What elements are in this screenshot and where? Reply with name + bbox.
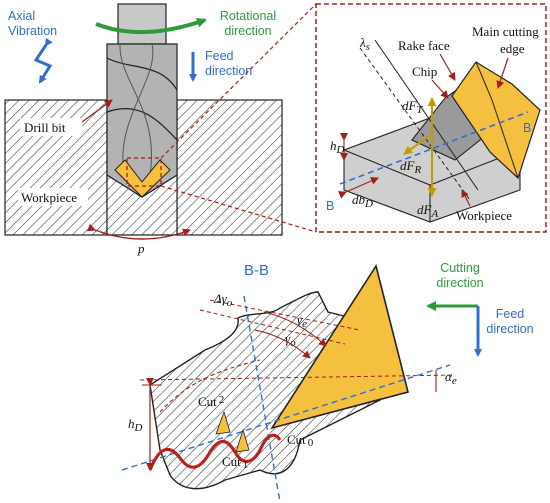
workpiece-right-block	[176, 99, 283, 236]
force-dFR-arrow	[403, 133, 433, 155]
axial-vibration-label-1: Axial	[8, 9, 35, 23]
feed-direction-label-2: direction	[205, 64, 252, 78]
axial-vibration-label-2: Vibration	[8, 24, 57, 38]
drill-bit-label: Drill bit	[24, 120, 66, 135]
cut1-marker	[235, 428, 250, 453]
section-line-bb	[339, 111, 529, 185]
feed-direction-label-1: Feed	[205, 49, 234, 63]
b-label-right: B	[523, 121, 531, 135]
section-bb-view: B-B Cutting direction Feed direction hD …	[121, 261, 534, 503]
detail-box-small	[126, 157, 162, 187]
cut2-marker	[215, 410, 231, 435]
lambda-s-label: λs	[359, 35, 370, 53]
cutting-direction-label-2: direction	[436, 276, 483, 290]
drilling-overview: Rotational direction Axial Vibration Fee…	[4, 3, 317, 256]
main-cutting-edge-label-1: Main cutting	[472, 24, 539, 39]
rotational-direction-label-2: direction	[224, 24, 271, 38]
dbD-label: dbD	[352, 192, 373, 210]
detail-view: λs B B Rake face Main cutting edge Chip …	[315, 3, 547, 233]
dFT-label: dFT	[402, 98, 423, 116]
hD-small-label: hD	[330, 138, 345, 156]
b-label-left: B	[326, 199, 334, 213]
section-blue-dashed-line	[243, 295, 281, 503]
gamma-e-label: γe	[297, 312, 307, 330]
workpiece-label-left: Workpiece	[21, 190, 77, 205]
dFR-label: dFR	[400, 158, 421, 176]
vibration-zigzag-icon	[33, 37, 53, 84]
feed-direction-2-label-2: direction	[486, 322, 533, 336]
rake-face-label: Rake face	[398, 38, 450, 53]
chip-label: Chip	[412, 64, 437, 79]
pitch-arc	[87, 223, 191, 240]
feed-direction-2-label-1: Feed	[496, 307, 525, 321]
section-insert	[270, 264, 409, 430]
drill-bit-pointer	[81, 99, 113, 123]
cutting-direction-label-1: Cutting	[440, 261, 480, 275]
workpiece-label-right: Workpiece	[456, 208, 512, 223]
section-bb-title: B-B	[244, 262, 269, 279]
gamma-o-label: γo	[285, 331, 296, 349]
p-label: p	[137, 241, 145, 256]
vibration-wave	[148, 433, 282, 471]
dFA-label: dFA	[417, 202, 438, 220]
section-blue-horizontal-line	[121, 364, 451, 471]
rotational-direction-label-1: Rotational	[220, 9, 276, 23]
main-cutting-edge-label-2: edge	[500, 41, 525, 56]
alpha-e-label: αe	[445, 369, 457, 387]
rotation-arrow	[95, 17, 207, 35]
delta-gamma-label: Δγo	[213, 291, 233, 309]
hD-big-label: hD	[128, 416, 143, 434]
